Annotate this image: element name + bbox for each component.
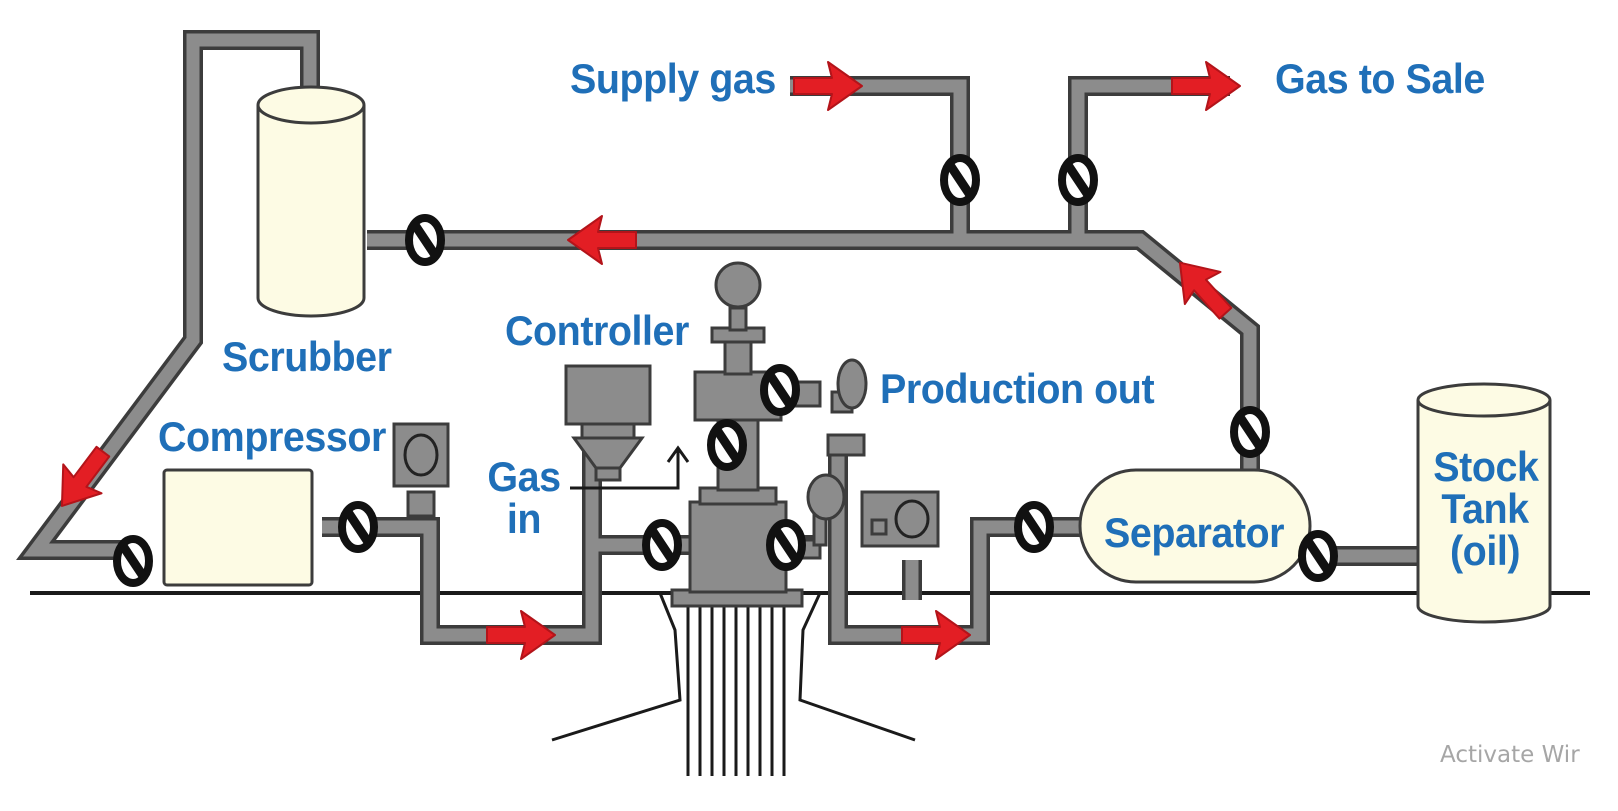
valve-icon [940,154,980,206]
flow-arrow-group [60,61,1241,660]
gas-in-label: Gas in [486,456,561,540]
valve-icon [642,519,682,571]
flow-arrow-icon [1171,61,1241,111]
flow-arrow-icon [901,610,971,660]
separator-vessel [1078,468,1312,584]
control-box-icon [860,490,940,548]
valve-icon [338,501,378,553]
valve-icon [113,535,153,587]
compressor-unit [162,468,314,587]
supply-gas-pipe [790,76,970,240]
stock-tank-label-line-3: (oil) [1449,527,1521,574]
compressor-label: Compressor [158,413,386,460]
valve-icon [1058,154,1098,206]
separator-label: Separator [1104,509,1285,556]
valve-icon [707,419,747,471]
flow-arrow-icon [1178,261,1233,320]
control-box-icon [392,422,450,518]
supply-gas-label: Supply gas [570,55,776,102]
valve-icon [1014,501,1054,553]
stock-tank-label-line-1: Stock [1433,443,1539,490]
os-activation-watermark: Activate Wir [1440,742,1580,768]
scrubber-vessel [256,85,366,318]
stock-tank-label: Stock Tank (oil) [1433,443,1539,574]
flow-arrow-icon [60,445,111,507]
pressure-gauge-icon [714,261,762,309]
controller-unit [564,364,690,490]
valve-group [113,154,1338,587]
production-choke [826,358,868,457]
gas-to-sale-label: Gas to Sale [1275,55,1485,102]
main-gas-header-pipe [367,230,1260,470]
flow-arrow-icon [486,610,556,660]
pressure-gauge-icon [806,473,846,547]
wellbore [551,592,916,776]
production-out-label: Production out [880,365,1155,412]
controller-label: Controller [505,307,689,354]
stock-tank-vessel [1416,382,1552,624]
flow-arrow-icon [793,61,863,111]
valve-icon [405,214,445,266]
valve-icon [760,364,800,416]
gas-in-label-line-2: in [506,495,542,542]
valve-icon [1298,530,1338,582]
scrubber-label: Scrubber [222,333,392,380]
valve-icon [766,519,806,571]
flow-arrow-icon [567,215,637,265]
stock-tank-label-line-2: Tank [1441,485,1529,532]
gas-in-label-line-1: Gas [487,453,561,500]
valve-icon [1230,406,1270,458]
